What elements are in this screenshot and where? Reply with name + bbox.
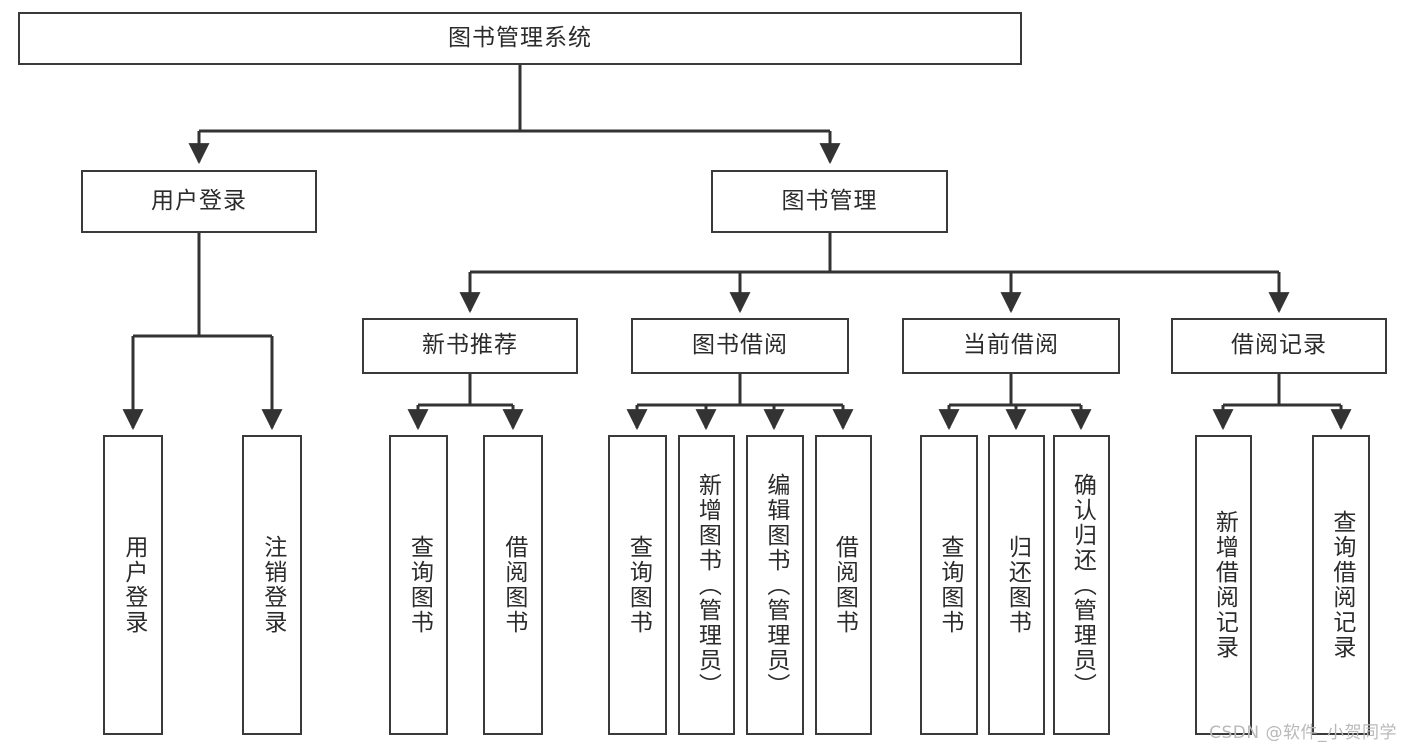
node-leaf-add-book-label: 新增图书（管理员） <box>694 472 721 698</box>
node-borrow-record-label: 借阅记录 <box>1231 332 1327 359</box>
node-user-login[interactable]: 用户登录 <box>81 170 317 233</box>
node-leaf-query-book-3-label: 查询图书 <box>936 535 963 635</box>
node-leaf-logout[interactable]: 注销登录 <box>242 435 302 735</box>
node-leaf-query-book-1[interactable]: 查询图书 <box>389 435 448 735</box>
node-leaf-query-book-2[interactable]: 查询图书 <box>608 435 667 735</box>
node-book-manage-label: 图书管理 <box>781 187 878 214</box>
node-leaf-return-book[interactable]: 归还图书 <box>988 435 1045 735</box>
node-leaf-edit-book[interactable]: 编辑图书（管理员） <box>746 435 804 735</box>
node-leaf-query-book-1-label: 查询图书 <box>406 535 433 635</box>
node-book-borrow-label: 图书借阅 <box>692 332 788 359</box>
node-book-manage[interactable]: 图书管理 <box>711 170 948 233</box>
node-leaf-logout-label: 注销登录 <box>259 535 286 635</box>
node-current-borrow[interactable]: 当前借阅 <box>902 318 1120 374</box>
node-leaf-add-book[interactable]: 新增图书（管理员） <box>678 435 735 735</box>
node-borrow-record[interactable]: 借阅记录 <box>1171 318 1387 374</box>
node-leaf-user-login[interactable]: 用户登录 <box>103 435 163 735</box>
node-leaf-user-login-label: 用户登录 <box>120 535 147 635</box>
node-leaf-return-book-label: 归还图书 <box>1004 535 1031 635</box>
node-leaf-add-record-label: 新增借阅记录 <box>1211 510 1238 660</box>
node-leaf-query-record-label: 查询借阅记录 <box>1328 510 1355 660</box>
node-current-borrow-label: 当前借阅 <box>963 332 1059 359</box>
node-book-borrow[interactable]: 图书借阅 <box>631 318 849 374</box>
node-leaf-add-record[interactable]: 新增借阅记录 <box>1195 435 1252 735</box>
node-leaf-borrow-book-1-label: 借阅图书 <box>500 535 527 635</box>
node-leaf-confirm-return[interactable]: 确认归还（管理员） <box>1053 435 1110 735</box>
node-leaf-query-record[interactable]: 查询借阅记录 <box>1312 435 1370 735</box>
node-leaf-borrow-book-2-label: 借阅图书 <box>831 535 858 635</box>
node-new-book-recommend-label: 新书推荐 <box>422 332 518 359</box>
node-leaf-borrow-book-2[interactable]: 借阅图书 <box>815 435 872 735</box>
node-new-book-recommend[interactable]: 新书推荐 <box>362 318 578 374</box>
node-root-label: 图书管理系统 <box>448 24 592 51</box>
node-leaf-confirm-return-label: 确认归还（管理员） <box>1069 472 1096 698</box>
node-leaf-query-book-3[interactable]: 查询图书 <box>920 435 978 735</box>
node-user-login-label: 用户登录 <box>151 187 247 214</box>
node-leaf-borrow-book-1[interactable]: 借阅图书 <box>483 435 543 735</box>
node-root[interactable]: 图书管理系统 <box>18 12 1022 65</box>
node-leaf-query-book-2-label: 查询图书 <box>625 535 652 635</box>
node-leaf-edit-book-label: 编辑图书（管理员） <box>762 472 789 698</box>
